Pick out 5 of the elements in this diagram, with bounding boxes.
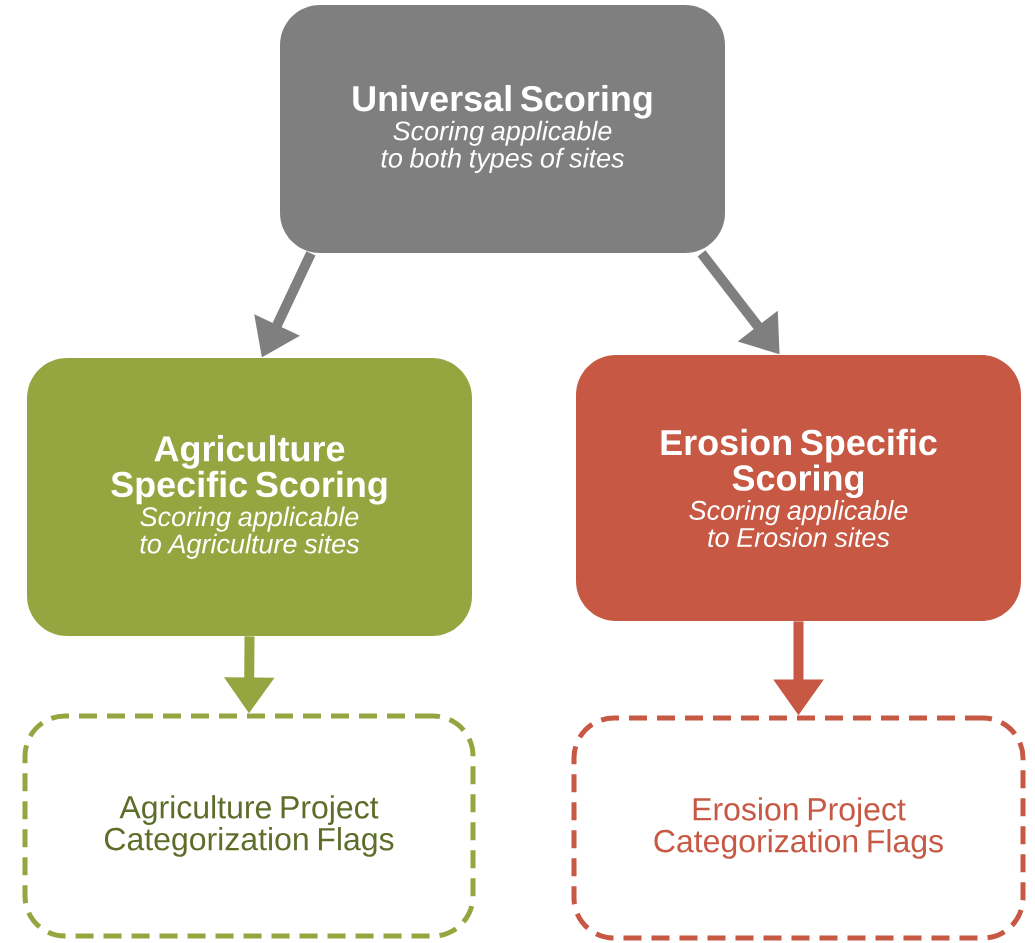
flag-box: Agriculture Project Categorization Flags	[22, 713, 476, 939]
flag-box: Erosion Project Categorization Flags	[571, 715, 1026, 941]
scoring-box: Agriculture Specific Scoring Scoring applicable to Agriculture sites	[27, 358, 472, 636]
scoring-box: Universal Scoring Scoring applicable to both types of sites	[280, 5, 725, 253]
scoring-box: Erosion Specific Scoring Scoring applicable to Erosion sites	[576, 355, 1021, 621]
